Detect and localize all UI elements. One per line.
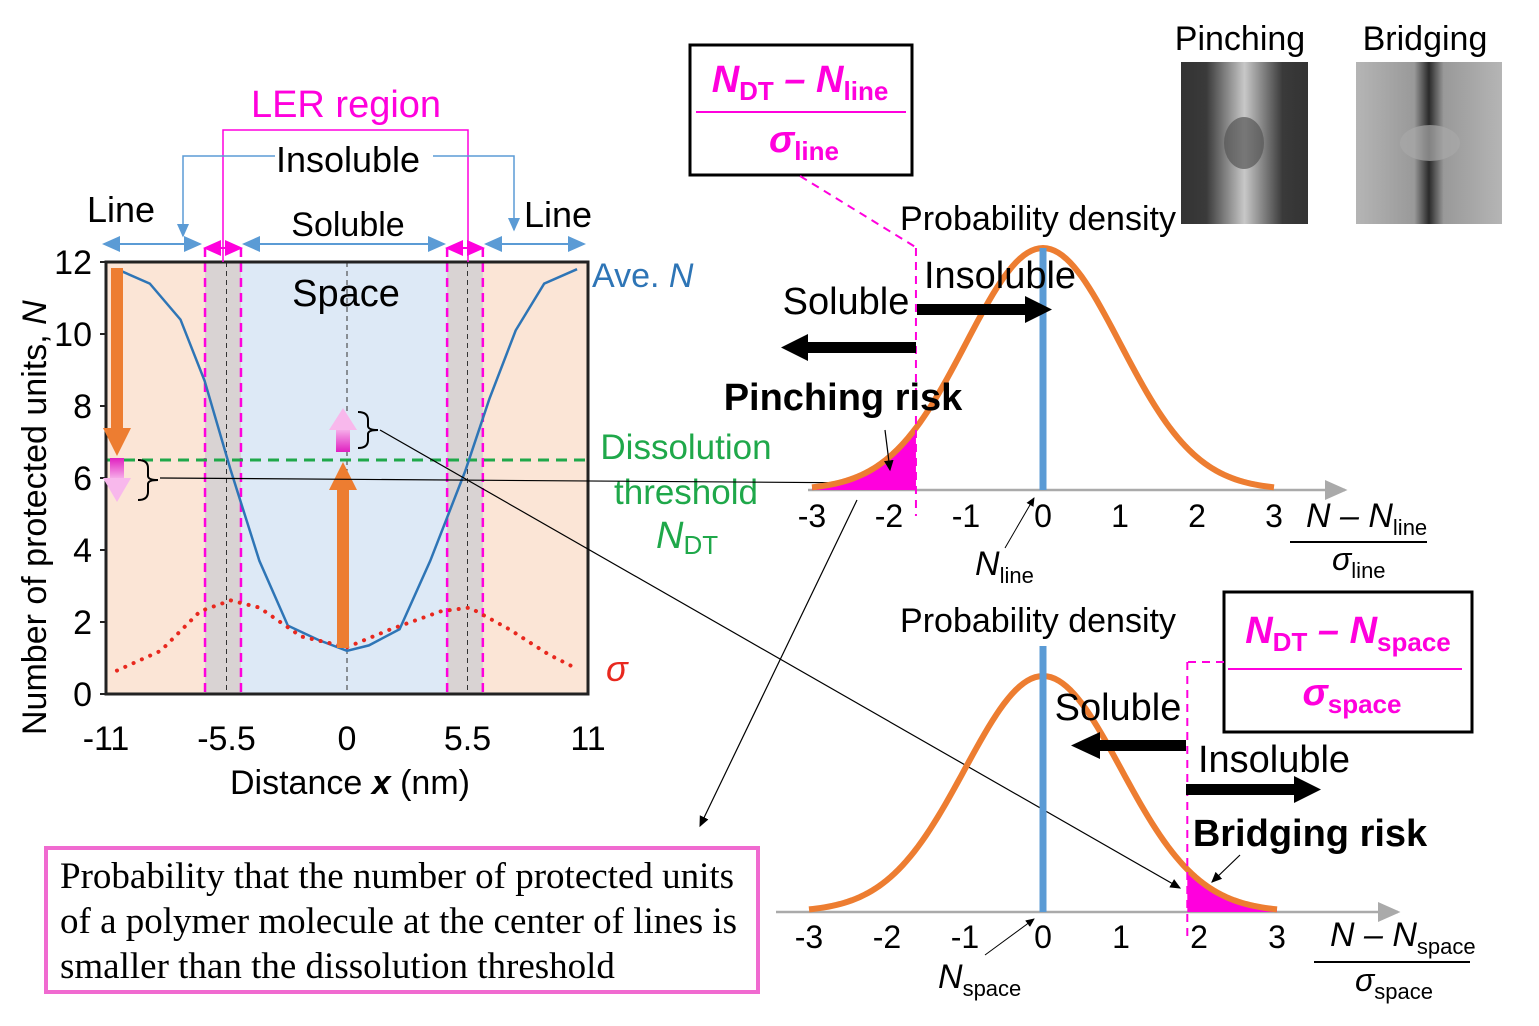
x-tick-label: 0 <box>338 720 357 758</box>
x-axis-label: Distance x (nm) <box>230 764 470 802</box>
brace-space <box>357 411 379 449</box>
svg-text:N – Nline: N – Nline <box>1306 497 1427 540</box>
top-soluble-label: Soluble <box>783 281 910 323</box>
svg-text:σline: σline <box>1332 541 1386 583</box>
dist-tick-label: 0 <box>1034 498 1052 534</box>
top-prob-density-label: Probability density <box>900 200 1176 238</box>
y-tick-label: 8 <box>73 388 92 426</box>
svg-text:σspace: σspace <box>1303 672 1402 719</box>
ler-region-label: LER region <box>251 84 441 126</box>
soluble-label: Soluble <box>291 206 404 244</box>
bridging-risk-label: Bridging risk <box>1193 813 1428 855</box>
dist-tick-label: 3 <box>1265 498 1283 534</box>
dist-tick-label: -2 <box>875 498 903 534</box>
n-line-label: Nline <box>975 545 1034 588</box>
threshold-label-2: threshold <box>614 473 758 512</box>
risk-tail-area <box>812 427 916 490</box>
svg-text:NDT – Nline: NDT – Nline <box>712 59 889 106</box>
bottom-insoluble-label: Insoluble <box>1198 739 1350 781</box>
svg-text:NDT – Nspace: NDT – Nspace <box>1245 610 1451 657</box>
y-tick-label: 0 <box>73 676 92 714</box>
n-line-pointer <box>1004 497 1035 549</box>
y-axis-label: Number of protected units, N <box>16 300 54 735</box>
x-tick-label: -5.5 <box>197 720 256 758</box>
threshold-symbol: NDT <box>656 515 718 560</box>
dist-tick-label: 1 <box>1112 919 1130 955</box>
top-insoluble-label: Insoluble <box>924 255 1076 297</box>
pinching-image-label: Pinching <box>1175 20 1305 58</box>
n-space-pointer <box>984 918 1035 956</box>
x-tick-label: 5.5 <box>444 720 491 758</box>
pointer-to-note <box>699 499 858 828</box>
ler-bracket <box>222 129 469 262</box>
dist-tick-label: 1 <box>1111 498 1129 534</box>
formula-box-line: NDT – Nline σline <box>688 43 918 249</box>
bridging-image <box>1356 62 1502 224</box>
y-tick-label: 4 <box>73 532 92 570</box>
bridging-image-label: Bridging <box>1363 20 1488 58</box>
dist-tick-label: 3 <box>1268 919 1286 955</box>
bridging-risk-pointer <box>1211 854 1241 883</box>
y-tick-label: 12 <box>54 244 92 282</box>
pinching-risk-pointer <box>884 429 894 472</box>
dist-tick-label: 2 <box>1190 919 1208 955</box>
y-tick-label: 2 <box>73 604 92 642</box>
line-label-right: Line <box>524 194 592 235</box>
svg-text:σline: σline <box>769 119 839 166</box>
bridging-distribution: -3 -2 -1 0 1 2 3 <box>776 646 1401 955</box>
pinching-risk-label: Pinching risk <box>724 377 963 419</box>
dist-tick-label: -3 <box>798 498 826 534</box>
y-tick-label: 10 <box>54 316 92 354</box>
insoluble-label: Insoluble <box>276 139 420 180</box>
y-tick-label: 6 <box>73 460 92 498</box>
pointer-line-to-pinching <box>159 477 882 488</box>
bottom-axis-label: N – Nspace σspace <box>1314 916 1476 1004</box>
line-label-left: Line <box>87 189 155 230</box>
direction-arrows <box>781 296 1321 803</box>
dist-tick-label: -3 <box>795 919 823 955</box>
dist-tick-label: 2 <box>1188 498 1206 534</box>
insoluble-arrow-left <box>177 155 275 238</box>
bottom-soluble-label: Soluble <box>1055 687 1182 729</box>
sigma-label: σ <box>606 648 629 689</box>
dist-tick-label: 0 <box>1034 919 1052 955</box>
threshold-label-1: Dissolution <box>600 428 771 467</box>
svg-text:σspace: σspace <box>1355 962 1433 1004</box>
line-center-arrow <box>103 268 131 502</box>
ave-n-label: Ave. N <box>592 257 694 295</box>
x-tick-label: -11 <box>83 720 130 758</box>
insoluble-arrow-right <box>433 155 520 232</box>
space-center-arrow <box>329 408 357 648</box>
bottom-prob-density-label: Probability density <box>900 602 1176 640</box>
top-axis-label: N – Nline σline <box>1290 497 1427 583</box>
dist-tick-label: -2 <box>873 919 901 955</box>
n-space-label: Nspace <box>938 958 1021 1001</box>
width-arrows <box>102 236 586 256</box>
space-label: Space <box>292 273 400 315</box>
brace-line <box>137 459 159 501</box>
formula-box-space: NDT – Nspace σspace <box>1187 590 1474 734</box>
pinching-image <box>1181 62 1308 224</box>
dist-tick-label: -1 <box>952 498 980 534</box>
dist-tick-label: -1 <box>951 919 979 955</box>
center-of-lines-note: Probability that the number of protected… <box>44 846 760 994</box>
svg-text:N – Nspace: N – Nspace <box>1330 916 1476 959</box>
x-tick-label: 11 <box>570 720 605 758</box>
risk-tail-area <box>1187 869 1277 912</box>
